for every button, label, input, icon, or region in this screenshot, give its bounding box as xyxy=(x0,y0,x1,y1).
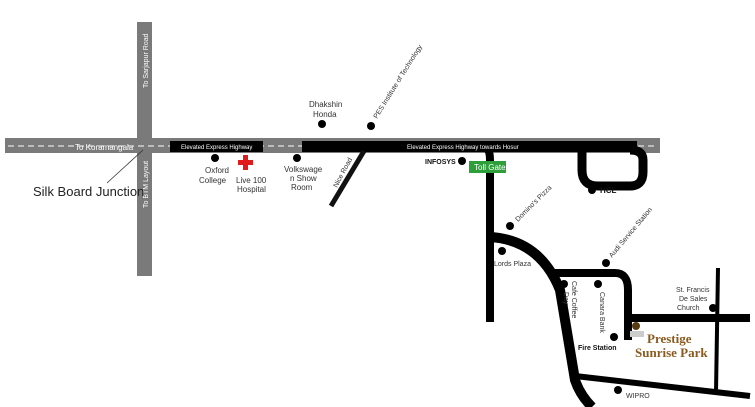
label-cafe-1: Cafe Coffee xyxy=(570,281,577,318)
label-vw-2: n Show xyxy=(290,174,317,183)
road-vertical-silk-board xyxy=(137,22,152,276)
road-branch-canara xyxy=(550,269,632,340)
hospital-cross-icon xyxy=(238,155,253,170)
elevated-highway-segment xyxy=(170,141,263,152)
dot-infosys xyxy=(458,157,466,165)
label-silk-board: Silk Board Junction xyxy=(33,184,144,199)
label-audi: Audi Service Station xyxy=(608,206,654,259)
label-hospital-1: Live 100 xyxy=(236,176,267,185)
label-elevated: Elevated Express Highway xyxy=(181,145,252,151)
label-vw-1: Volkswage xyxy=(284,165,323,174)
label-lords: Lords Plaza xyxy=(494,261,531,268)
label-vw-3: Room xyxy=(291,183,313,192)
hcl-loop-road xyxy=(577,145,648,191)
road-main-curve xyxy=(489,232,596,407)
label-wipro: WIPRO xyxy=(626,393,650,400)
label-to-koramangala: To Koramangala xyxy=(75,143,134,152)
dot-oxford xyxy=(211,154,219,162)
dot-lords xyxy=(498,247,506,255)
label-dhakshin-2: Honda xyxy=(313,110,337,119)
label-dhakshin-1: Dhakshin xyxy=(309,100,342,109)
dot-hcl xyxy=(588,186,596,194)
dot-audi xyxy=(602,259,610,267)
nice-road xyxy=(328,149,367,208)
dot-church xyxy=(709,304,717,312)
dot-wipro xyxy=(614,386,622,394)
label-fire: Fire Station xyxy=(578,345,617,352)
label-pes: PES Institute of Technology xyxy=(373,43,424,120)
label-infosys: INFOSYS xyxy=(425,159,456,166)
label-church-3: Church xyxy=(677,305,700,312)
label-dominos: Domino's Pizza xyxy=(514,184,553,223)
toll-gate-badge xyxy=(469,161,506,173)
label-prestige-2: Sunrise Park xyxy=(635,345,708,360)
label-toll-gate: Toll Gate xyxy=(474,163,506,172)
dot-dominos xyxy=(506,222,514,230)
label-to-btm: To BTM Layout xyxy=(143,161,150,208)
dot-canara xyxy=(594,280,602,288)
label-church-1: St. Francis xyxy=(676,287,710,294)
elevated-highway-hosur xyxy=(302,141,637,152)
dot-dhakshin xyxy=(318,120,326,128)
road-vertical-church xyxy=(714,267,720,393)
label-hospital-2: Hospital xyxy=(237,185,266,194)
landmark-dots xyxy=(211,120,717,394)
label-to-sarjapur: To Sarjapur Road xyxy=(143,33,150,88)
dot-fire xyxy=(610,333,618,341)
silk-board-pointer xyxy=(106,149,144,184)
label-prestige-1: Prestige xyxy=(647,331,692,346)
dot-cafe xyxy=(560,280,568,288)
label-cafe-2: Day xyxy=(562,292,569,305)
label-oxford-1: Oxford xyxy=(205,166,229,175)
dot-pes xyxy=(367,122,375,130)
road-bottom xyxy=(574,373,751,399)
label-canara: Canara Bank xyxy=(598,292,605,333)
road-toll-down xyxy=(481,142,494,322)
label-oxford-2: College xyxy=(199,176,227,185)
prestige-logo-icon xyxy=(630,322,644,337)
label-hcl: HCL xyxy=(600,186,617,195)
label-church-2: De Sales xyxy=(679,296,708,303)
dot-volkswagen xyxy=(293,154,301,162)
label-elevated-hosur: Elevated Express Highway towards Hosur xyxy=(407,145,519,151)
